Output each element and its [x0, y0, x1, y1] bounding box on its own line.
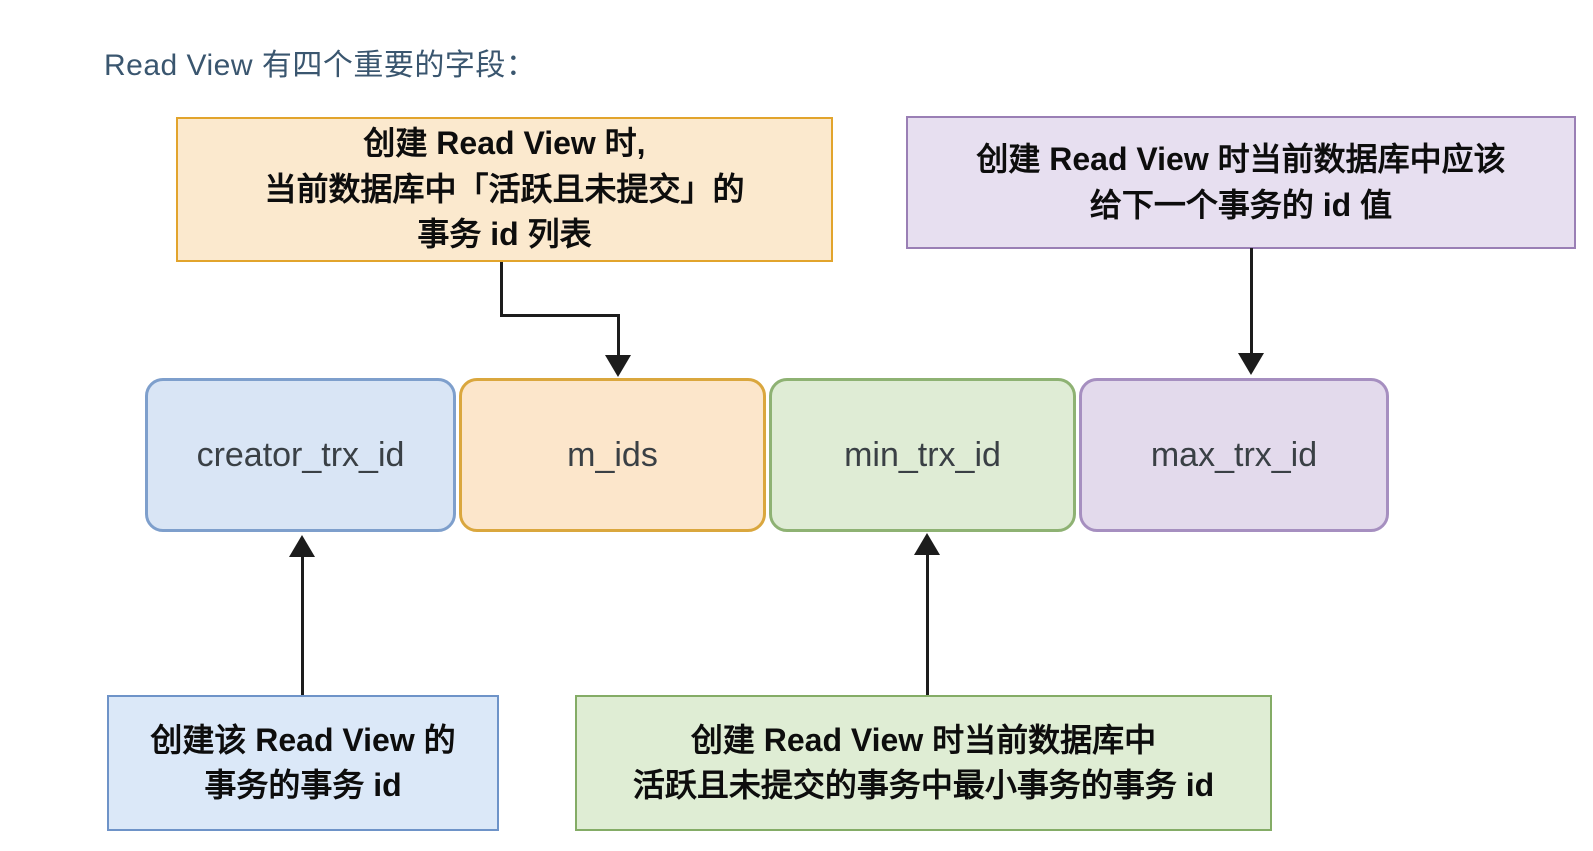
arrow-down-icon: [605, 355, 631, 377]
field-label-min-trx-id: min_trx_id: [844, 435, 1001, 474]
annotation-m-ids: 创建 Read View 时, 当前数据库中「活跃且未提交」的 事务 id 列表: [176, 117, 833, 262]
note-line: 事务的事务 id: [204, 767, 402, 803]
arrow-up-icon: [289, 535, 315, 557]
annotation-max-trx-id: 创建 Read View 时当前数据库中应该 给下一个事务的 id 值: [906, 116, 1576, 249]
note-line: 创建 Read View 时,: [363, 125, 646, 162]
arrow-min-trx-id-segment: [926, 554, 929, 695]
field-label-max-trx-id: max_trx_id: [1150, 435, 1318, 474]
arrow-up-icon: [914, 533, 940, 555]
field-box-creator-trx-id: creator_trx_id: [145, 378, 456, 532]
arrow-max-trx-id-segment: [1250, 248, 1253, 354]
note-line: 事务 id 列表: [417, 216, 592, 253]
page-title: Read View 有四个重要的字段：: [104, 49, 537, 82]
note-line: 创建 Read View 时当前数据库中应该: [976, 141, 1506, 178]
annotation-creator-trx-id: 创建该 Read View 的 事务的事务 id: [107, 695, 499, 831]
arrow-m-ids-segment: [500, 314, 620, 317]
field-label-m-ids: m_ids: [567, 435, 658, 474]
note-line: 活跃且未提交的事务中最小事务的事务 id: [632, 767, 1215, 803]
field-label-creator-trx-id: creator_trx_id: [196, 435, 405, 474]
note-line: 当前数据库中「活跃且未提交」的: [264, 170, 745, 207]
note-line: 创建该 Read View 的: [150, 721, 456, 758]
arrow-m-ids-segment: [617, 314, 620, 356]
annotation-min-trx-id: 创建 Read View 时当前数据库中 活跃且未提交的事务中最小事务的事务 i…: [575, 695, 1272, 831]
field-box-min-trx-id: min_trx_id: [769, 378, 1076, 532]
field-box-max-trx-id: max_trx_id: [1079, 378, 1389, 532]
field-box-m-ids: m_ids: [459, 378, 766, 532]
arrow-creator-trx-id-segment: [301, 556, 304, 695]
note-line: 创建 Read View 时当前数据库中: [690, 721, 1157, 758]
arrow-down-icon: [1238, 353, 1264, 375]
note-line: 给下一个事务的 id 值: [1089, 186, 1393, 223]
arrow-m-ids-segment: [500, 262, 503, 317]
